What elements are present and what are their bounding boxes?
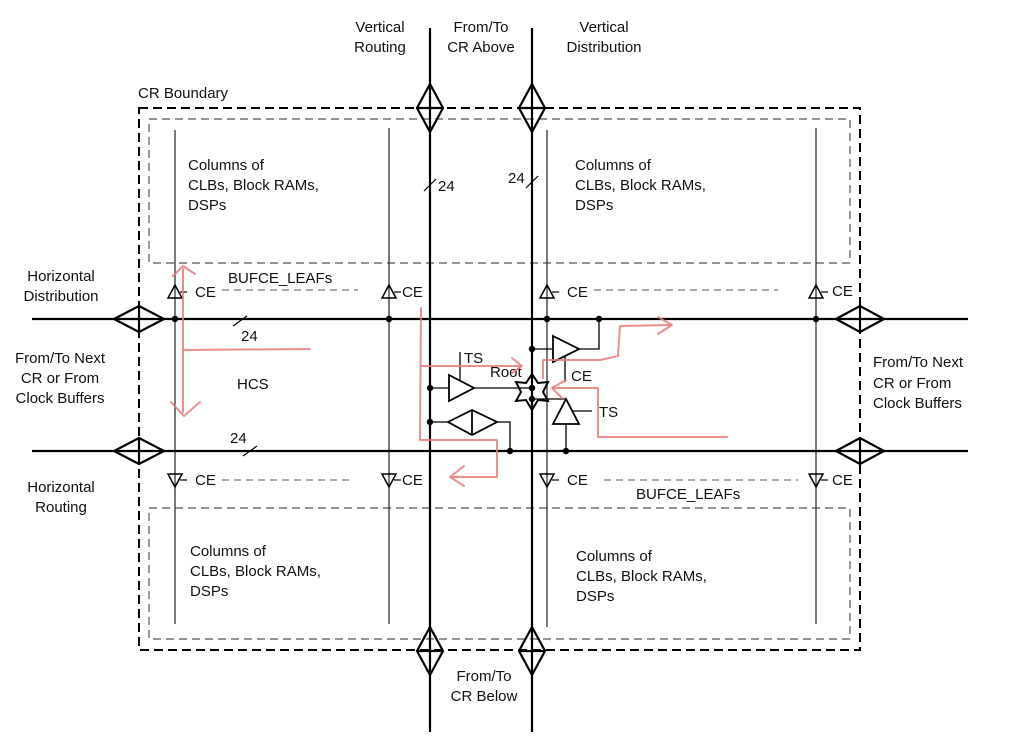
svg-text:DSPs: DSPs: [576, 588, 614, 605]
bus-width-label-4: 24: [230, 430, 247, 447]
bufce-leaf-bottom-2: CE: [380, 472, 423, 489]
root-star-icon: [514, 372, 550, 412]
columns-text-top-right: Columns of CLBs, Block RAMs, DSPs: [575, 157, 706, 214]
svg-text:CE: CE: [195, 284, 216, 301]
svg-text:From/To Next: From/To Next: [15, 350, 106, 367]
label-next-cr-left: From/To Next CR or From Clock Buffers: [15, 350, 106, 407]
diamond-right-routing: [833, 436, 887, 466]
diamond-bottom-distribution: [517, 624, 547, 678]
svg-text:Columns of: Columns of: [190, 543, 267, 560]
svg-text:Clock Buffers: Clock Buffers: [873, 395, 962, 412]
svg-text:Columns of: Columns of: [188, 157, 265, 174]
label-vertical-distribution-1: Vertical: [579, 19, 628, 36]
bus-slash-2: [525, 175, 539, 189]
label-horizontal-routing: Horizontal Routing: [27, 479, 95, 516]
root-buffer-top-right: CE: [528, 319, 600, 385]
svg-text:CLBs, Block RAMs,: CLBs, Block RAMs,: [576, 568, 707, 585]
columns-text-top-left: Columns of CLBs, Block RAMs, DSPs: [188, 157, 319, 214]
bus-width-label-1: 24: [438, 178, 455, 195]
diamond-left-routing: [111, 436, 167, 466]
svg-text:CE: CE: [832, 283, 853, 300]
label-bufce-leafs-top: BUFCE_LEAFs: [228, 270, 332, 287]
label-cr-above-1: From/To: [453, 19, 508, 36]
svg-text:Columns of: Columns of: [575, 157, 652, 174]
diamond-right-distribution: [833, 304, 887, 334]
svg-text:CR Below: CR Below: [451, 688, 518, 705]
diamond-left-distribution: [111, 304, 167, 334]
bufce-leaf-bottom-1: CE: [166, 472, 216, 489]
bus-slash-1: [423, 178, 437, 192]
bidir-buffer-left: [426, 408, 511, 451]
label-horizontal-distribution: Horizontal Distribution: [23, 268, 98, 305]
svg-text:CLBs, Block RAMs,: CLBs, Block RAMs,: [575, 177, 706, 194]
svg-text:Distribution: Distribution: [23, 288, 98, 305]
svg-text:CE: CE: [402, 284, 423, 301]
svg-text:DSPs: DSPs: [190, 583, 228, 600]
svg-text:CE: CE: [832, 472, 853, 489]
svg-text:From/To Next: From/To Next: [873, 354, 964, 371]
bufce-leaf-top-2: CE: [380, 283, 423, 301]
svg-text:CR or From: CR or From: [21, 370, 99, 387]
label-ce-center: CE: [571, 368, 592, 385]
svg-text:Columns of: Columns of: [576, 548, 653, 565]
svg-text:Clock Buffers: Clock Buffers: [16, 390, 105, 407]
bufce-leaf-bottom-4: CE: [807, 472, 853, 489]
label-root: Root: [490, 364, 523, 381]
root-buffer-left: TS: [426, 350, 532, 403]
hand-annotation-arrows: [170, 265, 728, 487]
svg-text:CR or From: CR or From: [873, 375, 951, 392]
cr-boundary-box: [138, 107, 861, 651]
diamond-top-routing: [415, 81, 445, 135]
bufce-leaf-top-4: CE: [807, 283, 853, 300]
label-ts-right: TS: [599, 404, 618, 421]
svg-text:DSPs: DSPs: [188, 197, 226, 214]
label-bufce-leafs-bottom: BUFCE_LEAFs: [636, 486, 740, 503]
label-cr-above-2: CR Above: [447, 39, 515, 56]
label-cr-below: From/To CR Below: [451, 668, 518, 705]
bus-width-label-2: 24: [508, 170, 525, 187]
svg-text:From/To: From/To: [456, 668, 511, 685]
svg-text:Horizontal: Horizontal: [27, 268, 95, 285]
svg-text:CE: CE: [195, 472, 216, 489]
columns-text-bottom-right: Columns of CLBs, Block RAMs, DSPs: [576, 548, 707, 605]
svg-text:CE: CE: [402, 472, 423, 489]
label-cr-boundary: CR Boundary: [138, 85, 229, 102]
svg-text:CE: CE: [567, 284, 588, 301]
bus-slash-3: [232, 315, 248, 327]
label-vertical-distribution-2: Distribution: [566, 39, 641, 56]
bus-width-label-3: 24: [241, 328, 258, 345]
svg-text:Horizontal: Horizontal: [27, 479, 95, 496]
svg-text:CLBs, Block RAMs,: CLBs, Block RAMs,: [188, 177, 319, 194]
label-ts-left: TS: [464, 350, 483, 367]
columns-region-top: [148, 118, 851, 264]
svg-text:CE: CE: [567, 472, 588, 489]
bufce-leaf-bottom-3: CE: [538, 472, 588, 489]
label-hcs: HCS: [237, 376, 269, 393]
diamond-top-distribution: [517, 81, 547, 135]
svg-text:DSPs: DSPs: [575, 197, 613, 214]
root-buffer-bottom-right: TS: [532, 397, 618, 451]
label-next-cr-right: From/To Next CR or From Clock Buffers: [873, 354, 964, 412]
label-vertical-routing-1: Vertical: [355, 19, 404, 36]
columns-text-bottom-left: Columns of CLBs, Block RAMs, DSPs: [190, 543, 321, 600]
diamond-bottom-routing: [415, 624, 445, 678]
bufce-leaf-top-3: CE: [538, 283, 588, 301]
bus-slash-4: [242, 445, 258, 457]
svg-text:CLBs, Block RAMs,: CLBs, Block RAMs,: [190, 563, 321, 580]
svg-text:Routing: Routing: [35, 499, 87, 516]
label-vertical-routing-2: Routing: [354, 39, 406, 56]
